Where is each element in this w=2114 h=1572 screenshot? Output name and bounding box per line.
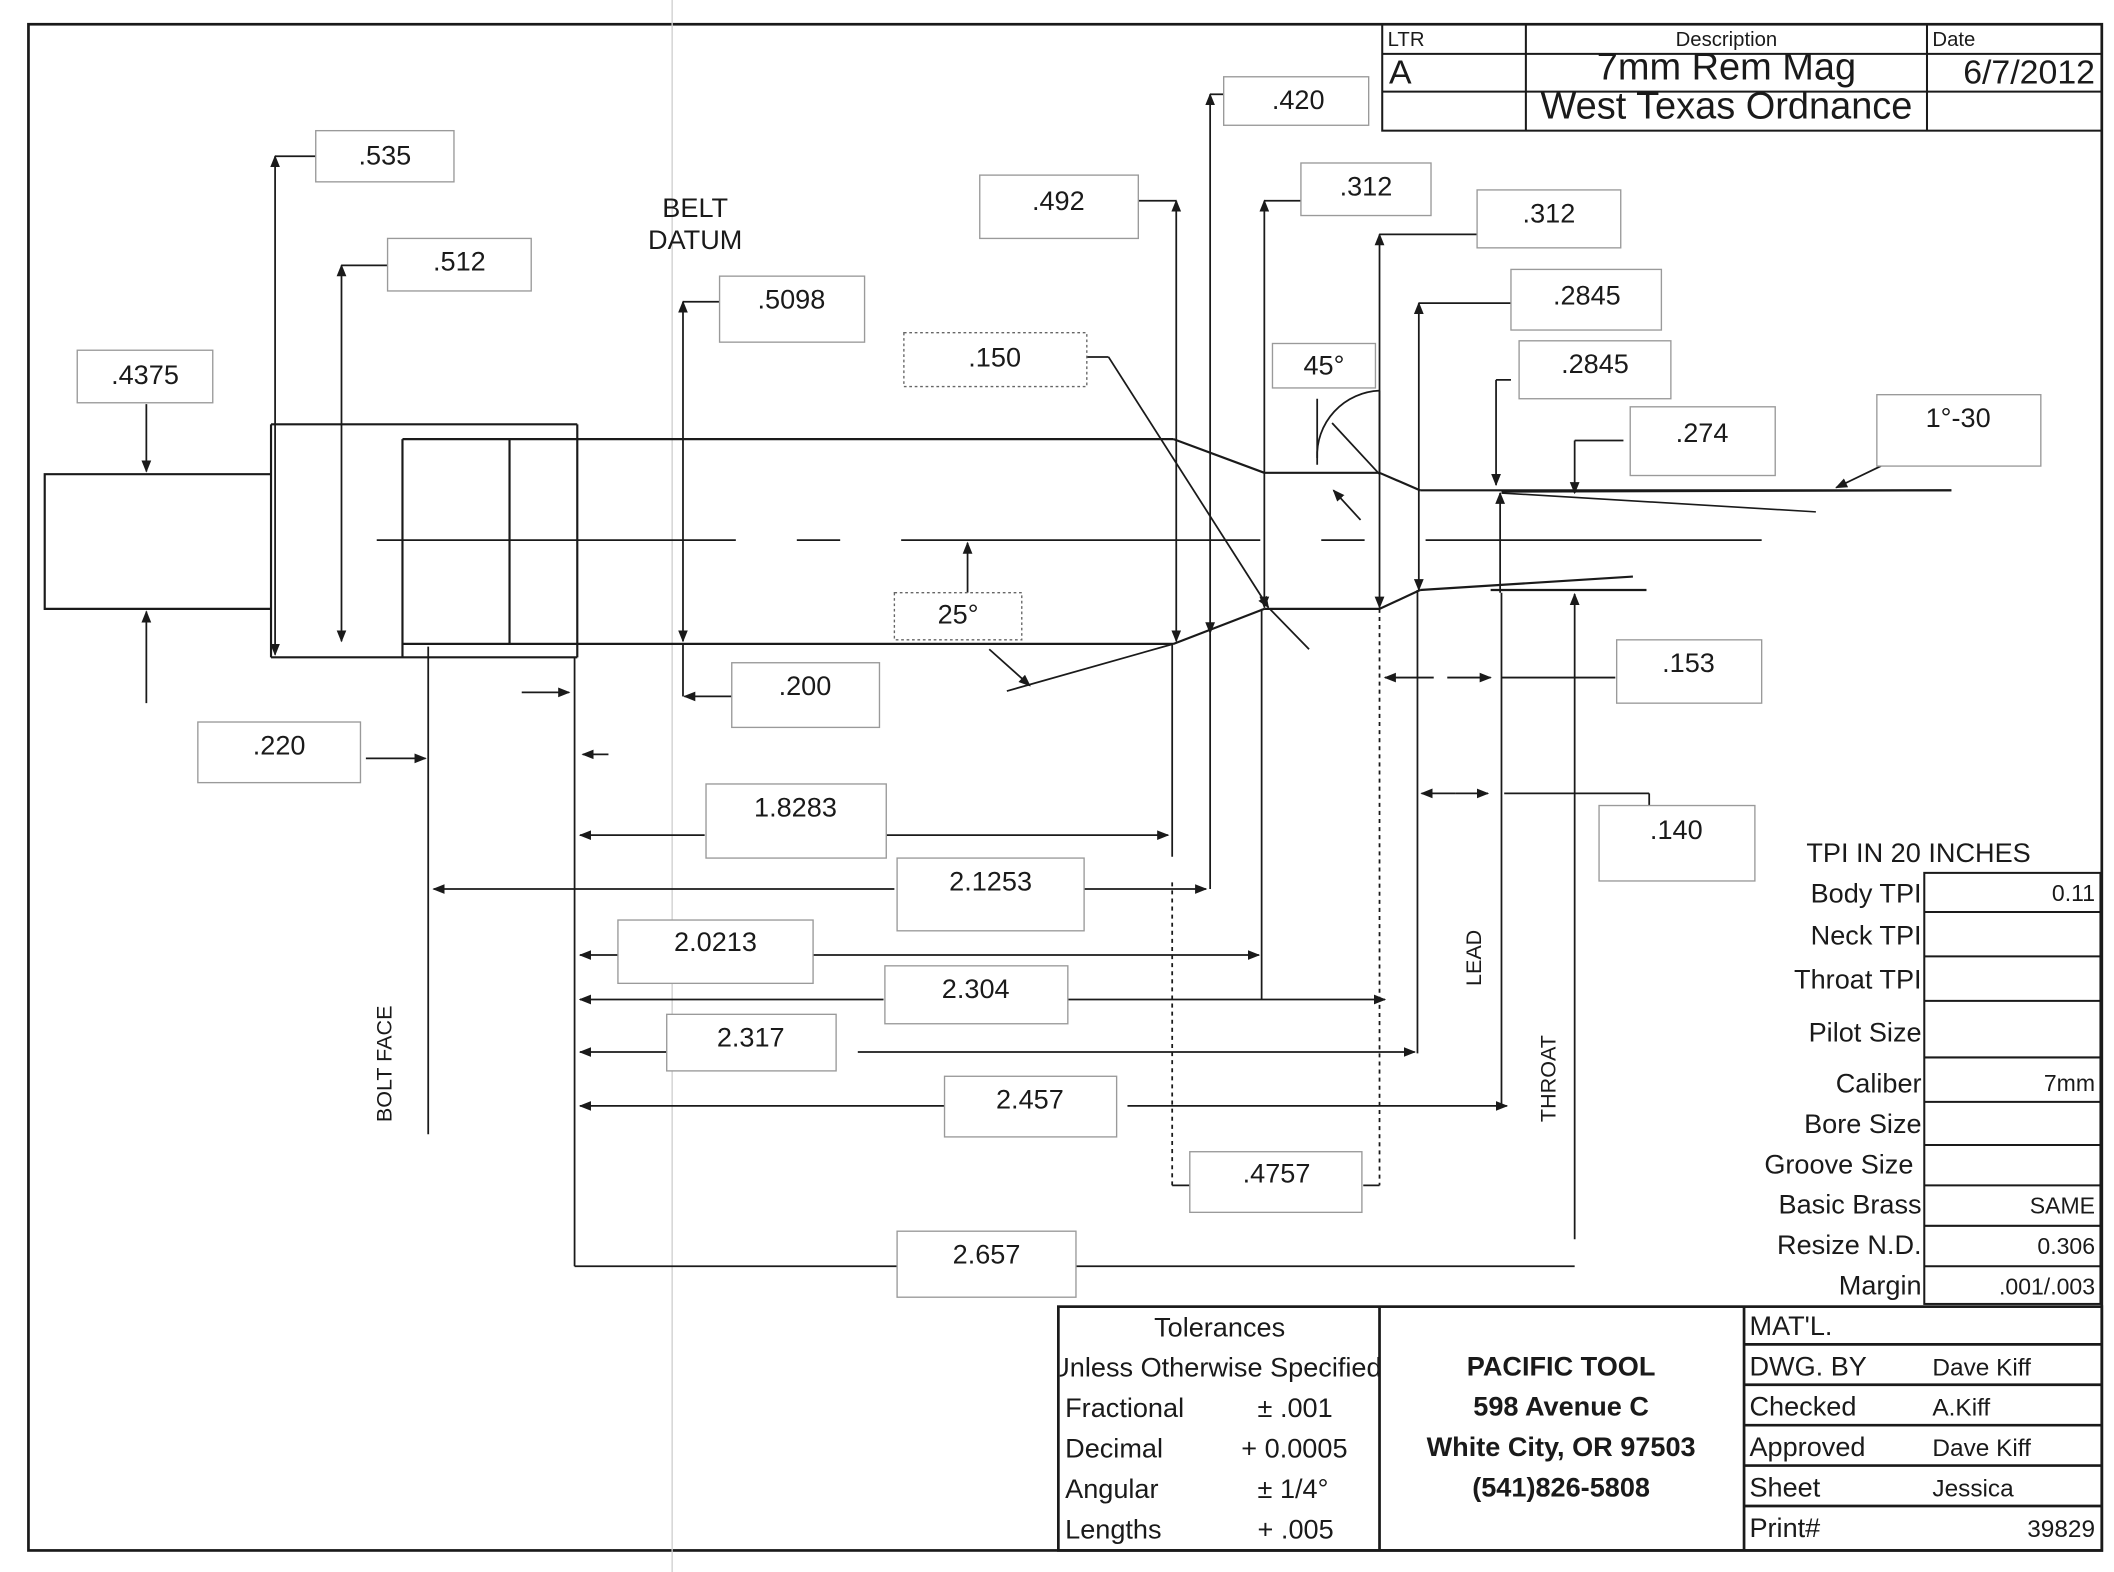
dim-2657: 2.657 bbox=[953, 1240, 1021, 1270]
dim-21253: 2.1253 bbox=[949, 866, 1032, 896]
revision-block bbox=[1381, 23, 2103, 132]
tolerances-subtitle: Unless Otherwise Specified bbox=[1050, 1353, 1381, 1383]
spec-value-basic-brass: SAME bbox=[2030, 1193, 2095, 1219]
dim-0312b: .312 bbox=[1523, 198, 1576, 228]
tolerances-title: Tolerances bbox=[1154, 1312, 1285, 1342]
dim-2304: 2.304 bbox=[942, 974, 1010, 1004]
specs-labels: Body TPI Neck TPI Throat TPI Pilot Size … bbox=[1764, 879, 1921, 1301]
dim-0312a: .312 bbox=[1340, 171, 1393, 201]
dimension-lines bbox=[141, 93, 1882, 1268]
spec-label-bore-size: Bore Size bbox=[1804, 1109, 1921, 1139]
spec-label-body-tpi: Body TPI bbox=[1811, 879, 1922, 909]
rev-header-description: Description bbox=[1676, 29, 1778, 51]
specs-values: 0.11 7mm SAME 0.306 .001/.003 bbox=[1999, 880, 2095, 1299]
spec-label-caliber: Caliber bbox=[1836, 1069, 1922, 1099]
company-city: White City, OR 97503 bbox=[1427, 1432, 1696, 1462]
dim-0535: .535 bbox=[358, 140, 411, 170]
rev-row2-description: West Texas Ordnance bbox=[1540, 86, 1912, 128]
spec-value-resize-nd: 0.306 bbox=[2037, 1233, 2095, 1259]
dim-0150: .150 bbox=[968, 342, 1021, 372]
company-address: 598 Avenue C bbox=[1473, 1392, 1649, 1422]
dim-0492: .492 bbox=[1032, 186, 1085, 216]
tolerance-rows: Fractional ± .001 Decimal + 0.0005 Angul… bbox=[1065, 1393, 1347, 1544]
signoff-label-print: Print# bbox=[1749, 1513, 1820, 1543]
belt-datum-label-line1: BELT bbox=[662, 193, 728, 223]
throat-label: THROAT bbox=[1536, 1035, 1561, 1122]
dim-0153: .153 bbox=[1662, 648, 1715, 678]
specs-title: TPI IN 20 INCHES bbox=[1806, 838, 2030, 868]
dim-02845a: .2845 bbox=[1553, 281, 1621, 311]
dim-0200: .200 bbox=[779, 671, 832, 701]
tol-value-lengths: + .005 bbox=[1258, 1514, 1334, 1544]
rev-header-ltr: LTR bbox=[1388, 29, 1425, 51]
spec-label-pilot-size: Pilot Size bbox=[1809, 1017, 1922, 1047]
tol-label-lengths: Lengths bbox=[1065, 1514, 1161, 1544]
angle-25: 25° bbox=[938, 600, 979, 630]
company-phone: (541)826-5808 bbox=[1472, 1473, 1650, 1503]
angle-1-30: 1°-30 bbox=[1926, 403, 1991, 433]
dim-0220: .220 bbox=[253, 730, 306, 760]
belt-datum-label-line2: DATUM bbox=[648, 225, 742, 255]
material-label: MAT'L. bbox=[1749, 1311, 1832, 1341]
dim-04757: .4757 bbox=[1243, 1159, 1311, 1189]
tol-label-fractional: Fractional bbox=[1065, 1393, 1184, 1423]
spec-label-margin: Margin bbox=[1839, 1271, 1922, 1301]
dim-0140: .140 bbox=[1650, 815, 1703, 845]
tol-label-decimal: Decimal bbox=[1065, 1434, 1163, 1464]
specs-table bbox=[1923, 871, 2102, 1305]
signoff-block: MAT'L. DWG. BY Dave Kiff Checked A.Kiff … bbox=[1749, 1311, 2095, 1543]
angle-45: 45° bbox=[1303, 351, 1344, 381]
dim-02845b: .2845 bbox=[1561, 349, 1629, 379]
spec-value-caliber: 7mm bbox=[2044, 1070, 2095, 1096]
signoff-value-print: 39829 bbox=[2027, 1516, 2095, 1543]
dim-20213: 2.0213 bbox=[674, 927, 757, 957]
tol-value-decimal: + 0.0005 bbox=[1241, 1434, 1347, 1464]
spec-label-groove-size: Groove Size bbox=[1764, 1149, 1913, 1179]
rev-row-description: 7mm Rem Mag bbox=[1597, 47, 1856, 89]
rev-row-ltr: A bbox=[1389, 54, 1412, 92]
dim-2317: 2.317 bbox=[717, 1023, 785, 1053]
title-block bbox=[1057, 1305, 2104, 1552]
company-name: PACIFIC TOOL bbox=[1467, 1351, 1656, 1381]
signoff-label-sheet: Sheet bbox=[1749, 1473, 1820, 1503]
dim-2457: 2.457 bbox=[996, 1085, 1064, 1115]
spec-label-basic-brass: Basic Brass bbox=[1779, 1190, 1922, 1220]
rev-row-date: 6/7/2012 bbox=[1963, 54, 2095, 92]
signoff-label-approved: Approved bbox=[1749, 1432, 1865, 1462]
dim-0420: .420 bbox=[1272, 85, 1325, 115]
bolt-face-label: BOLT FACE bbox=[372, 1006, 397, 1123]
dim-05098: .5098 bbox=[757, 285, 825, 315]
spec-value-margin: .001/.003 bbox=[1999, 1274, 2095, 1300]
signoff-label-drawn-by: DWG. BY bbox=[1749, 1351, 1866, 1381]
dim-0512: .512 bbox=[433, 247, 486, 277]
dim-04375: .4375 bbox=[111, 360, 179, 390]
signoff-value-sheet: Jessica bbox=[1932, 1476, 2014, 1503]
spec-label-throat-tpi: Throat TPI bbox=[1794, 965, 1922, 995]
spec-label-neck-tpi: Neck TPI bbox=[1811, 920, 1922, 950]
spec-value-body-tpi: 0.11 bbox=[2052, 880, 2095, 906]
dim-18283: 1.8283 bbox=[754, 792, 837, 822]
signoff-value-drawn-by: Dave Kiff bbox=[1932, 1354, 2031, 1381]
rev-header-date: Date bbox=[1932, 29, 1975, 51]
signoff-value-checked: A.Kiff bbox=[1932, 1395, 1990, 1422]
dim-0274: .274 bbox=[1676, 418, 1729, 448]
dimension-boxes bbox=[76, 76, 2042, 1298]
lead-label: LEAD bbox=[1461, 930, 1486, 986]
tol-label-angular: Angular bbox=[1065, 1474, 1158, 1504]
tol-value-fractional: ± .001 bbox=[1258, 1393, 1333, 1423]
dimension-labels: .535 .512 .4375 .5098 .492 .150 .420 .31… bbox=[111, 85, 1991, 1269]
tol-value-angular: ± 1/4° bbox=[1258, 1474, 1329, 1504]
spec-label-resize-nd: Resize N.D. bbox=[1777, 1230, 1922, 1260]
signoff-value-approved: Dave Kiff bbox=[1932, 1435, 2031, 1462]
signoff-label-checked: Checked bbox=[1749, 1392, 1856, 1422]
company-block: PACIFIC TOOL 598 Avenue C White City, OR… bbox=[1427, 1351, 1696, 1502]
